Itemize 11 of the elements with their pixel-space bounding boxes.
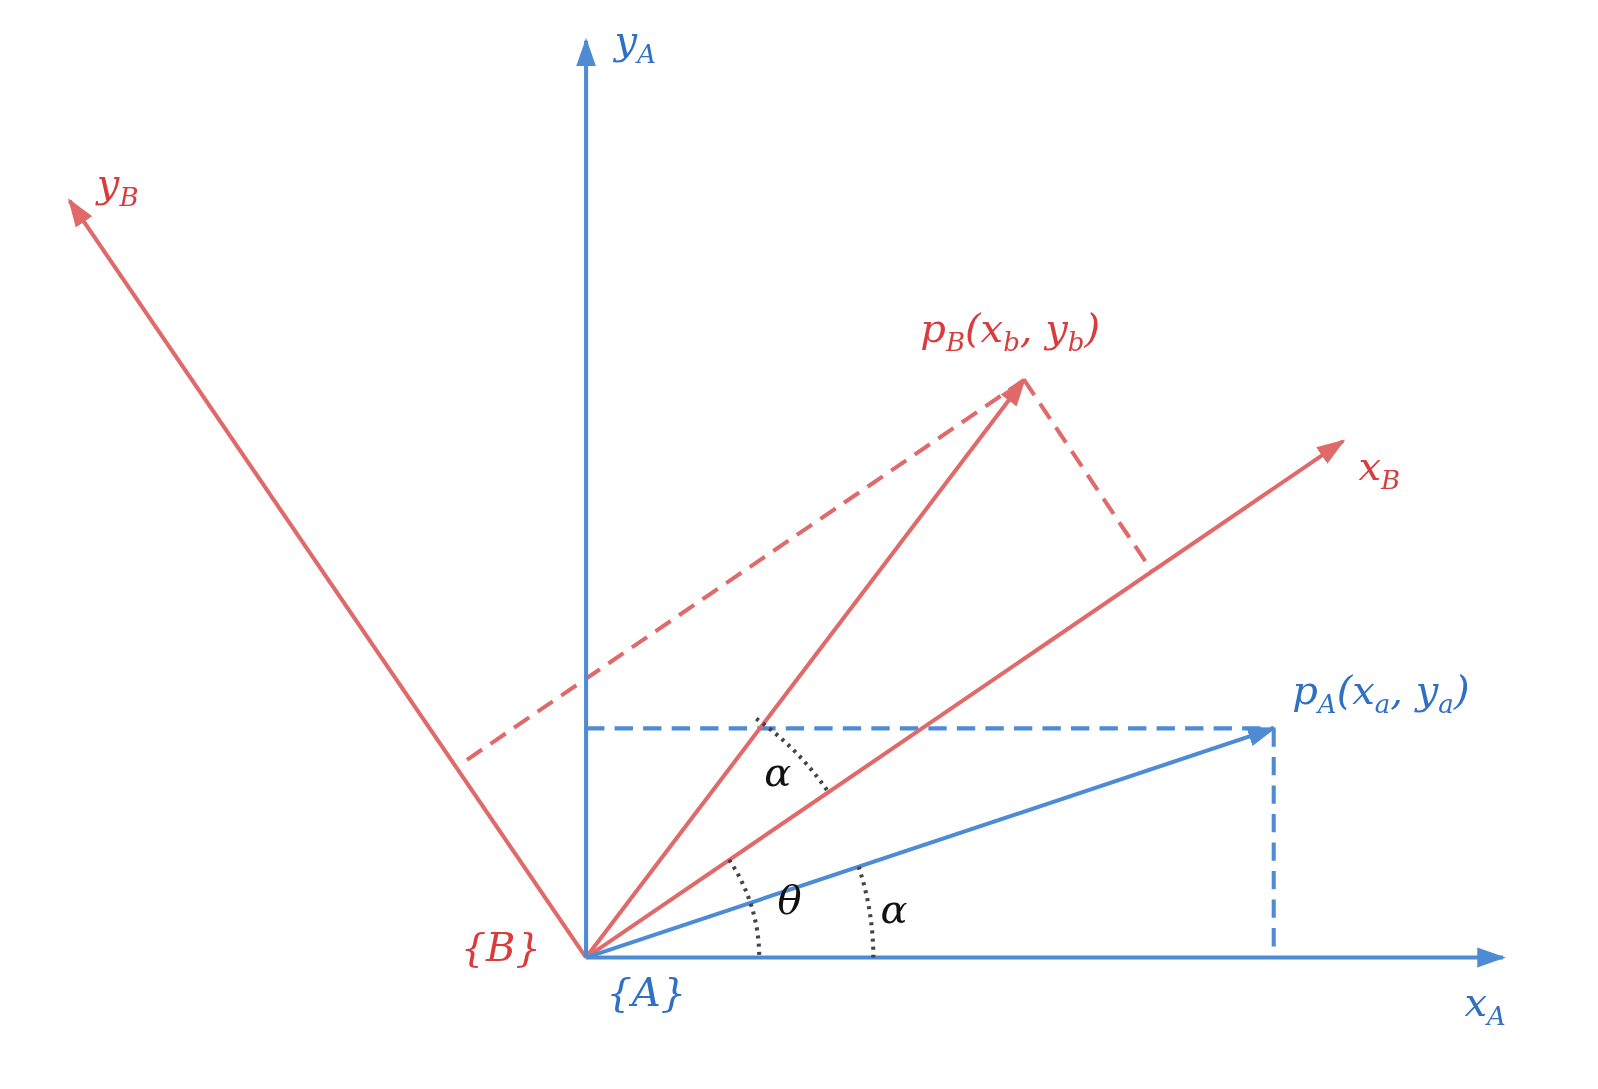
axis-label: y$_{B}$ xyxy=(96,161,139,212)
axis-label: y$_{A}$ xyxy=(614,18,656,69)
angle-label: α xyxy=(880,886,908,931)
axis-label: x$_{A}$ xyxy=(1464,980,1506,1031)
frame-label: {B} xyxy=(460,925,541,970)
point-label: p$_{B}$(x$_{b}$, y$_{b}$) xyxy=(920,305,1101,357)
frame-label: {A} xyxy=(606,970,687,1015)
angle-label: θ xyxy=(777,878,802,923)
angle-label: α xyxy=(764,750,792,795)
point-label: p$_{A}$(x$_{a}$, y$_{a}$) xyxy=(1292,667,1470,719)
axis-label: x$_{B}$ xyxy=(1358,444,1401,495)
